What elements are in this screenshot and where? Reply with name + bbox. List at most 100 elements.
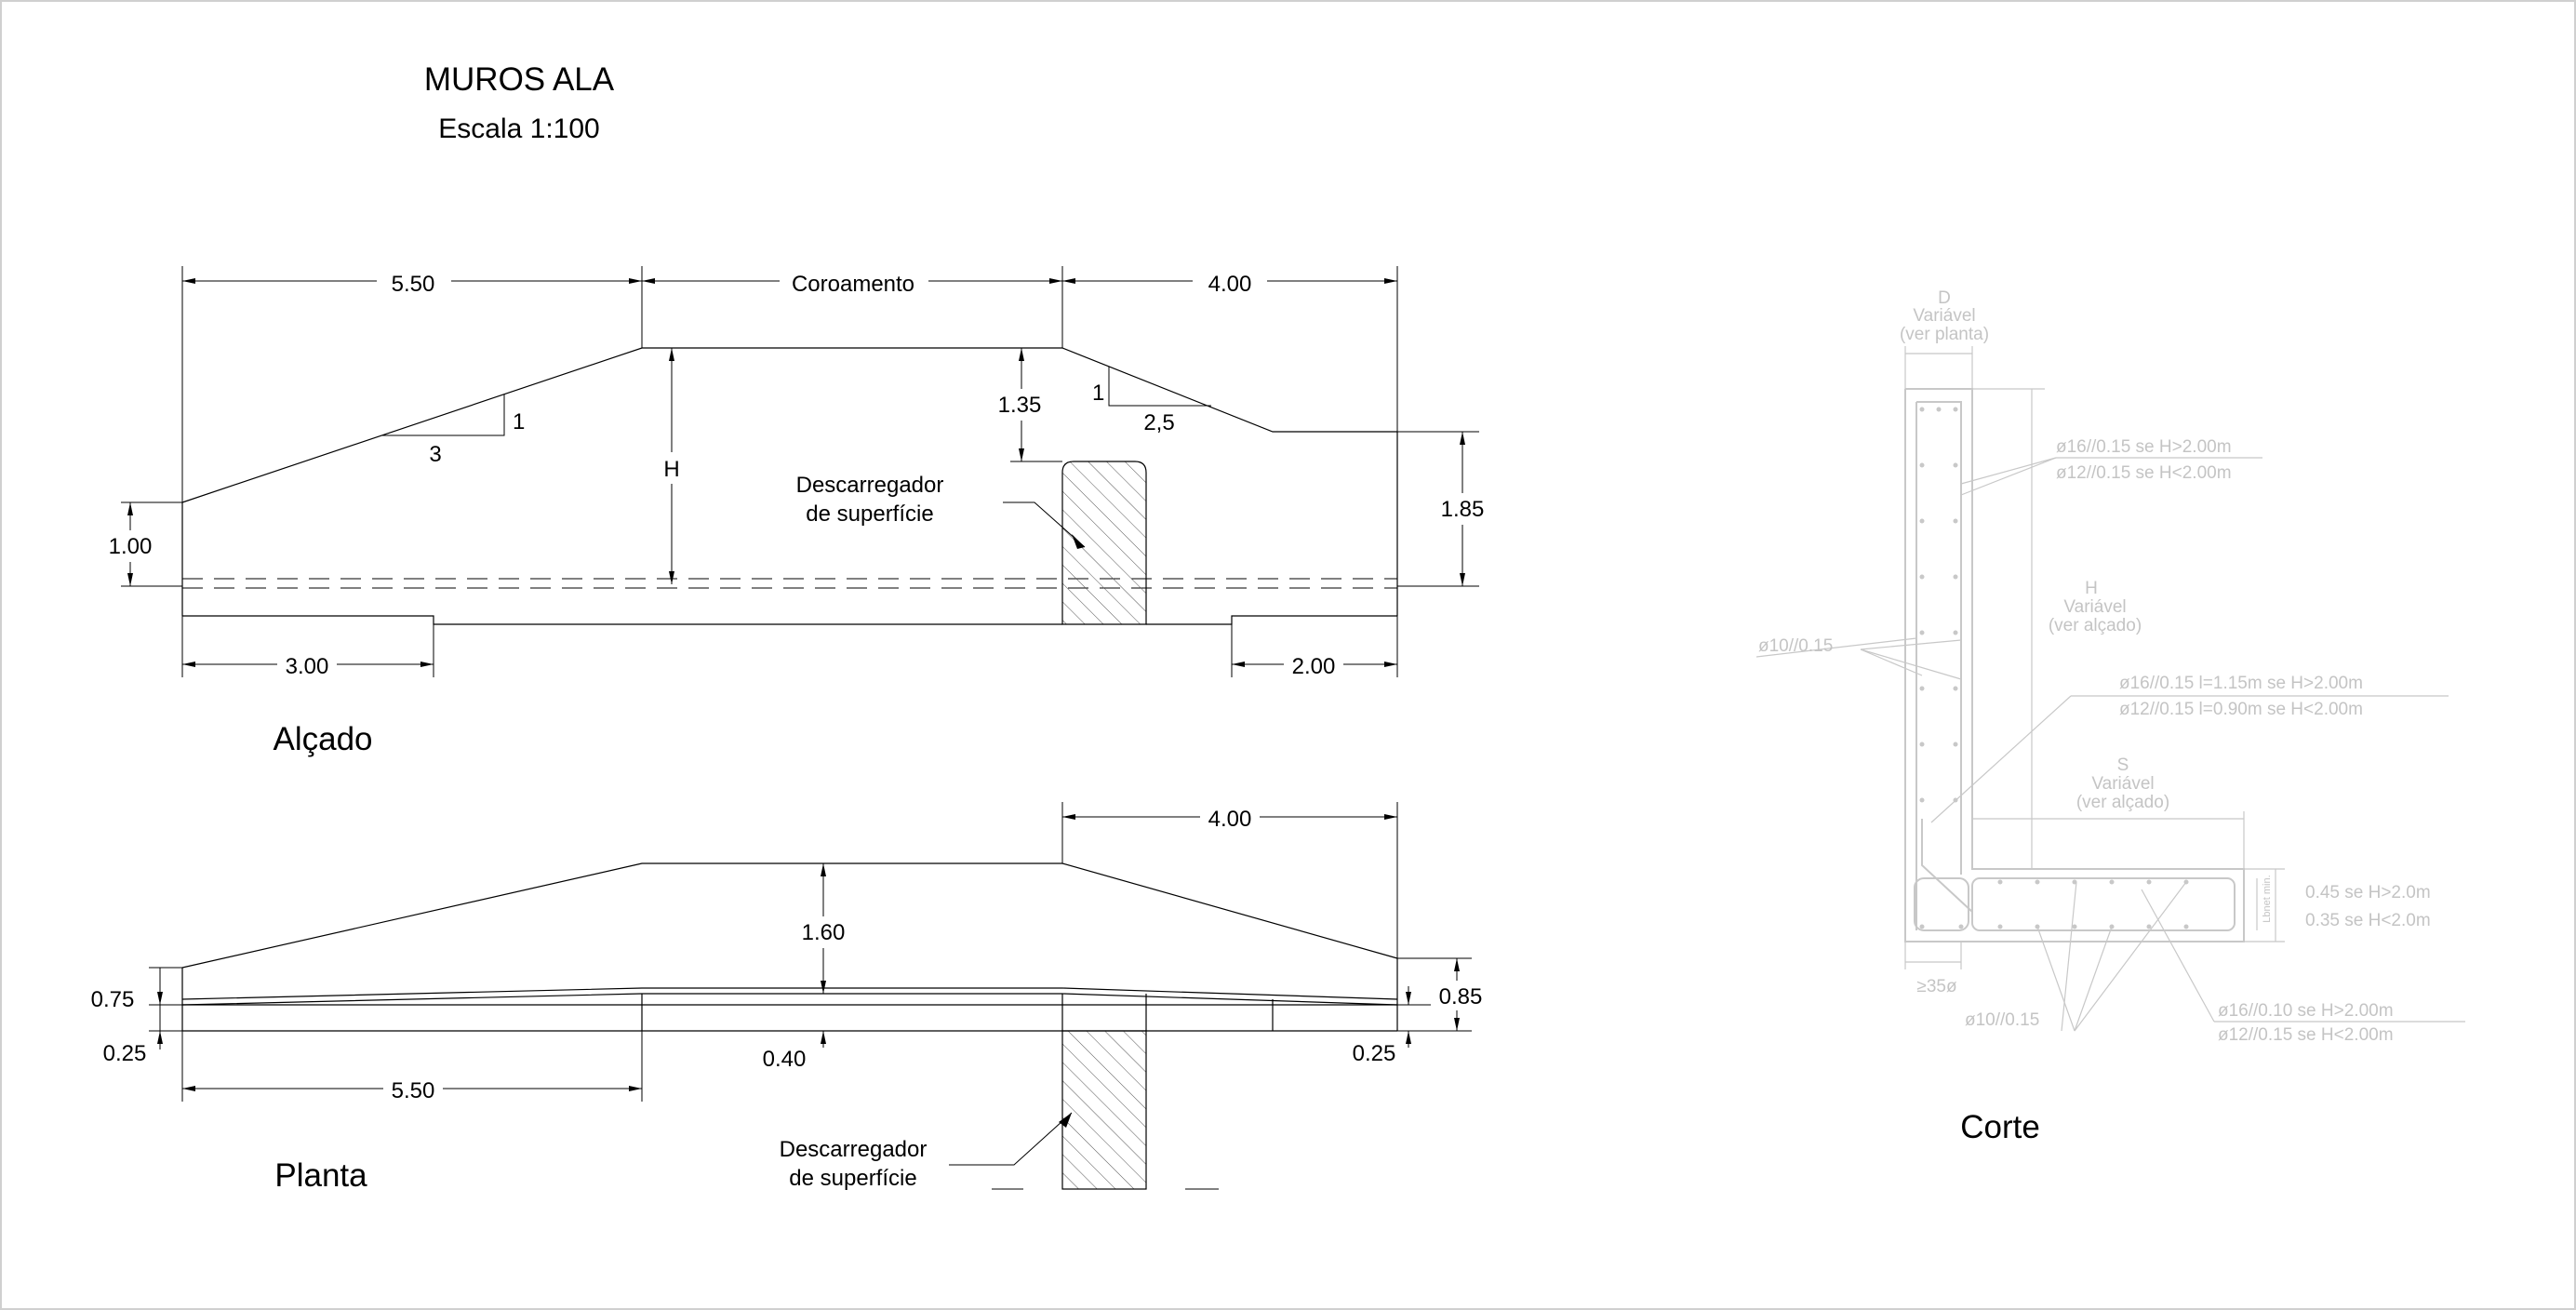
- arrowhead: [127, 573, 133, 586]
- spillway-plan-label-line2: de superfície: [789, 1166, 916, 1191]
- callout-leader: [2036, 926, 2075, 1032]
- arrowhead: [157, 992, 163, 1005]
- view-label-elevation: Alçado: [273, 721, 372, 757]
- rebar-top-label2: ø12//0.15 se H<2.00m: [2056, 463, 2232, 483]
- arrowhead: [1019, 448, 1024, 461]
- plan-view: 4.00 1.60 0.40 0.75 0.25 0.85 0.25: [91, 802, 1483, 1194]
- spillway-plan-label-line1: Descarregador: [780, 1137, 928, 1162]
- callout-leader: [1860, 639, 1962, 650]
- plan-dim-right-b: 0.25: [1353, 1041, 1396, 1066]
- callout-leader: [2061, 881, 2077, 1032]
- rebar-loop-left: [1914, 877, 1969, 931]
- section-wall-top-label2: Variável: [1913, 306, 1975, 326]
- spillway-label-line2: de superfície: [806, 501, 933, 527]
- drawing-title: MUROS ALA: [424, 61, 615, 98]
- arrowhead: [1049, 278, 1062, 284]
- callout-leader: [2141, 889, 2215, 1023]
- rebar-mid-label2: ø12//0.15 l=0.90m se H<2.00m: [2119, 700, 2363, 719]
- label-mask: [100, 530, 160, 562]
- elevation-foundation-right: [1146, 615, 1397, 625]
- arrowhead: [1460, 432, 1465, 445]
- dim-right-length: 4.00: [1208, 272, 1252, 297]
- label-mask: [277, 649, 337, 679]
- arrowhead: [1072, 534, 1085, 549]
- arrowhead: [182, 662, 195, 667]
- section-view: D Variável (ver planta) H Variável (ver …: [1755, 288, 2465, 1145]
- callout-leader: [1755, 637, 1917, 658]
- footing-depth-label2: 0.35 se H<2.0m: [2305, 911, 2431, 930]
- view-label-plan: Planta: [274, 1157, 367, 1194]
- footing-side-label: Lbnet min.: [2262, 875, 2273, 922]
- plan-crest-line: [181, 987, 1398, 1000]
- arrowhead: [1062, 278, 1075, 284]
- arrowhead: [1232, 662, 1245, 667]
- elevation-foundation-left: [182, 615, 1062, 625]
- rebar-bottom-left-label: ø10//0.15: [1965, 1010, 2039, 1030]
- rebar-loop-footing: [1971, 877, 2236, 931]
- arrowhead: [1384, 662, 1397, 667]
- slope-right-horizontal: 2,5: [1143, 410, 1174, 435]
- callout-leader: [1860, 648, 1962, 680]
- arrowhead: [420, 662, 434, 667]
- label-mask: [1431, 981, 1483, 1010]
- arrowhead: [669, 348, 674, 361]
- spillway-section: [1061, 461, 1147, 625]
- arrowhead: [669, 571, 674, 584]
- callout-leader: [1960, 457, 2057, 496]
- callout-leader: [1930, 695, 2072, 823]
- plan-dim-right-top: 4.00: [1208, 807, 1252, 832]
- arrowhead: [1454, 1018, 1460, 1031]
- arrowhead: [1460, 573, 1465, 586]
- label-mask: [1193, 266, 1267, 298]
- arrowhead: [182, 1086, 195, 1091]
- arrowhead: [821, 1031, 826, 1044]
- spillway-leader: [1003, 501, 1086, 548]
- dim-right-height: 1.85: [1441, 497, 1485, 522]
- drawing-scale: Escala 1:100: [438, 114, 599, 144]
- label-mask: [1284, 649, 1343, 679]
- label-mask: [794, 916, 853, 948]
- dim-left-height: 1.00: [109, 534, 153, 559]
- section-height-label2: Variável: [2063, 597, 2126, 617]
- view-label-section: Corte: [1960, 1109, 2040, 1145]
- arrowhead: [629, 1086, 642, 1091]
- plan-outline-top: [181, 862, 1398, 969]
- section-height-label1: H: [2085, 579, 2098, 598]
- elevation-view: 5.50 Coroamento 4.00 1 3 1 2,5 H 1.35 1.…: [100, 266, 1492, 757]
- label-mask: [1200, 802, 1260, 832]
- rebar-anchor: [1921, 819, 1973, 913]
- arrowhead: [1406, 1031, 1411, 1044]
- plan-dim-right-a: 0.85: [1439, 984, 1483, 1009]
- arrowhead: [821, 981, 826, 994]
- dim-left-length: 5.50: [392, 272, 435, 297]
- rebar-mid-label1: ø16//0.15 l=1.15m se H>2.00m: [2119, 674, 2363, 693]
- arrowhead: [1406, 992, 1411, 1005]
- arrowhead: [157, 1031, 163, 1044]
- dim-right-bottom: 2.00: [1292, 654, 1336, 679]
- arrowhead: [1384, 814, 1397, 820]
- slope-left-horizontal: 3: [429, 442, 441, 467]
- arrowhead: [182, 278, 195, 284]
- footing-width-label1: S: [2117, 755, 2129, 775]
- section-wall-top-label1: D: [1938, 288, 1951, 308]
- arrowhead: [629, 278, 642, 284]
- rebar-vertical: [1916, 401, 1962, 875]
- slope-right-vertical: 1: [1092, 381, 1104, 406]
- slope-indicator-left: [381, 394, 505, 436]
- arrowhead: [1019, 348, 1024, 361]
- dim-left-bottom: 3.00: [286, 654, 329, 679]
- arrowhead: [1062, 814, 1075, 820]
- slope-left-vertical: 1: [513, 409, 525, 434]
- arrowhead: [1384, 278, 1397, 284]
- elevation-wall-top-outline: [181, 347, 1397, 503]
- footing-width-label2: Variável: [2091, 774, 2154, 794]
- height-label: H: [663, 457, 679, 482]
- dim-gap-value: 1.35: [998, 393, 1042, 418]
- spillway-plan-section: [1061, 1030, 1147, 1190]
- arrowhead: [821, 863, 826, 876]
- label-mask: [377, 266, 451, 298]
- dim-crown-label: Coroamento: [792, 272, 914, 297]
- slope-indicator-right: [1108, 367, 1211, 407]
